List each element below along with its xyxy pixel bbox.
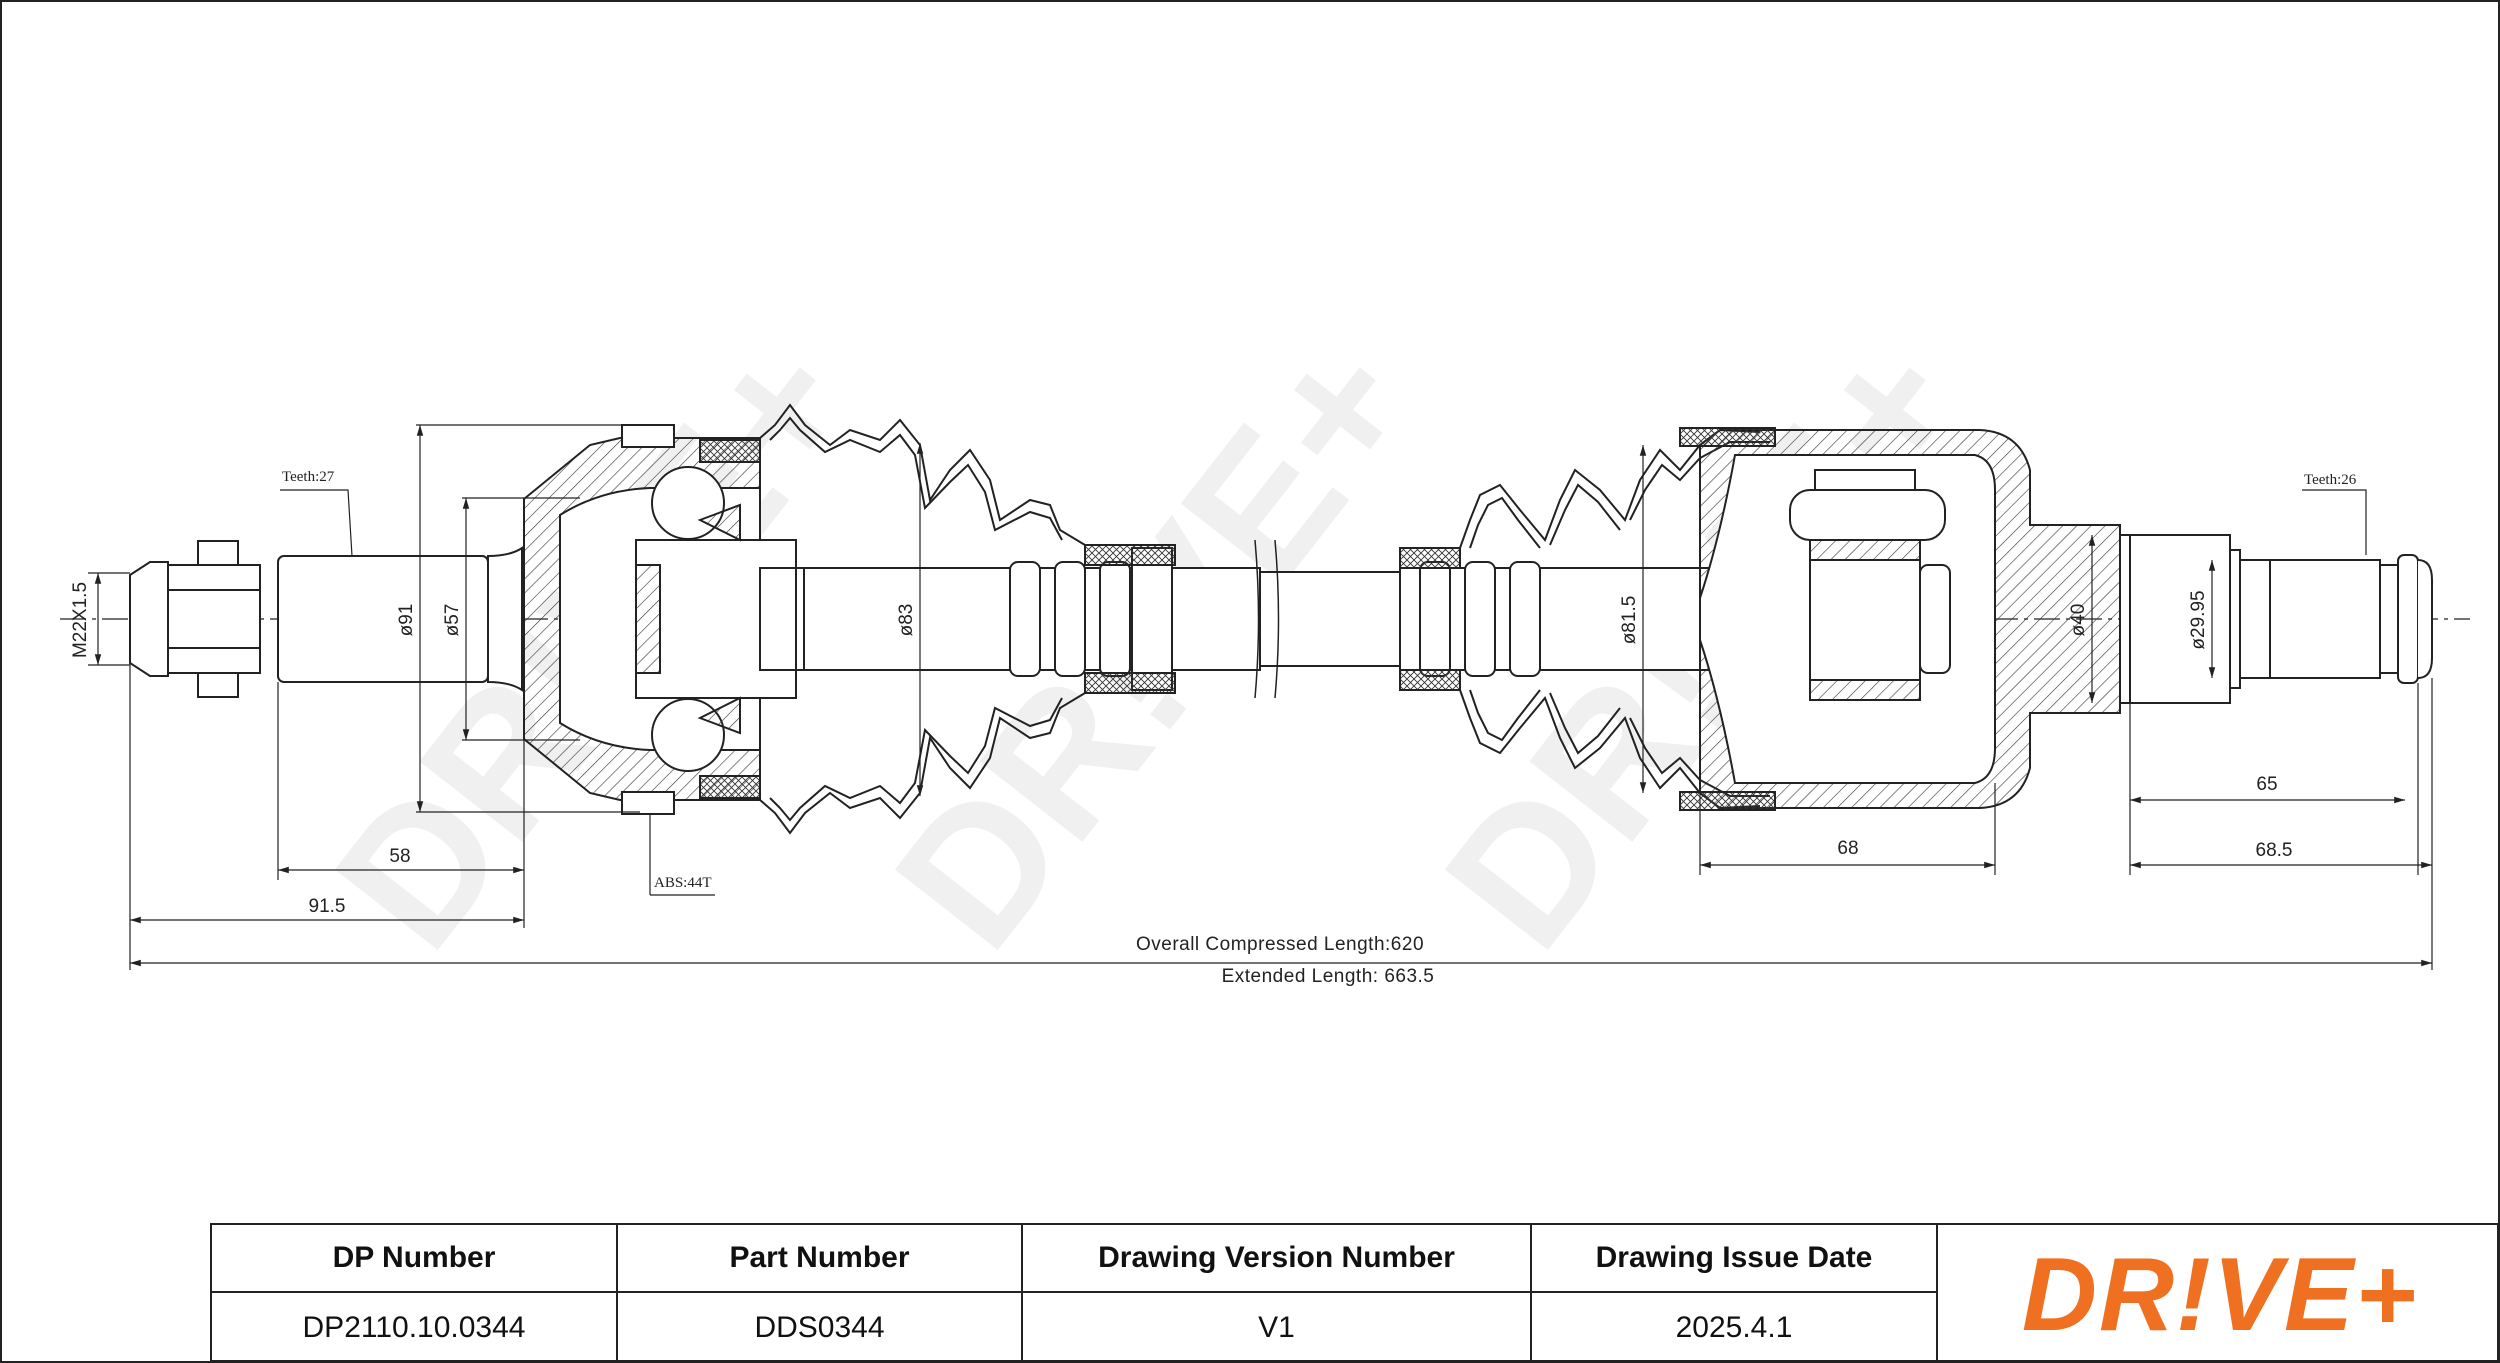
logo-text: DR!VE+: [2021, 1237, 2419, 1353]
value-issue-date: 2025.4.1: [1675, 1310, 1793, 1344]
dia-57-label: ø57: [442, 604, 463, 637]
boot-clamps: [1084, 544, 1461, 694]
len-68-label: 68: [1837, 838, 1858, 859]
len-91-5-label: 91.5: [309, 896, 346, 917]
dia-91-label: ø91: [396, 604, 417, 637]
len-65-label: 65: [2256, 774, 2277, 795]
thread-label: M22X1.5: [70, 582, 91, 658]
abs-label: ABS:44T: [654, 875, 712, 891]
header-issue-date: Drawing Issue Date: [1595, 1241, 1873, 1274]
teeth-right-label: Teeth:26: [2304, 472, 2357, 488]
value-part-number: DDS0344: [754, 1310, 885, 1344]
stub-shaft: [277, 546, 523, 692]
overall-length-label: Overall Compressed Length:620: [1136, 934, 1424, 955]
value-dp-number: DP2110.10.0344: [302, 1310, 526, 1344]
inner-boot: [1459, 428, 1770, 810]
outer-boot: [759, 403, 1086, 835]
drive-shaft: [759, 547, 1801, 691]
teeth-left-label: Teeth:27: [282, 469, 335, 485]
dia-81-5-label: ø81.5: [1619, 596, 1640, 645]
title-block: DP Number Part Number Drawing Version Nu…: [211, 1224, 2500, 1363]
dia-40-label: ø40: [2068, 604, 2089, 637]
outer-cv-joint: [523, 424, 797, 815]
len-68-5-label: 68.5: [2256, 840, 2293, 861]
title-block-grid: [210, 1223, 2499, 1362]
axle-nut: [129, 540, 261, 698]
header-dp-number: DP Number: [332, 1241, 496, 1274]
header-part-number: Part Number: [729, 1241, 910, 1274]
value-drawing-version: V1: [1258, 1310, 1295, 1344]
right-stub: [2119, 534, 2433, 704]
header-drawing-version: Drawing Version Number: [1098, 1241, 1455, 1274]
break-lines: [1254, 539, 1280, 699]
dia-29-95-label: ø29.95: [2188, 590, 2209, 649]
inner-tripod-joint: [1679, 427, 2121, 811]
dia-83-label: ø83: [896, 604, 917, 637]
dimension-labels: Teeth:27 Teeth:26 ABS:44T M22X1.5 ø91 ø5…: [70, 469, 2357, 987]
dimension-lines: [88, 424, 2433, 970]
len-58-label: 58: [389, 846, 410, 867]
brand-logo: DR!VE+: [1950, 1240, 2490, 1350]
extended-length-label: Extended Length: 663.5: [1222, 966, 1435, 987]
